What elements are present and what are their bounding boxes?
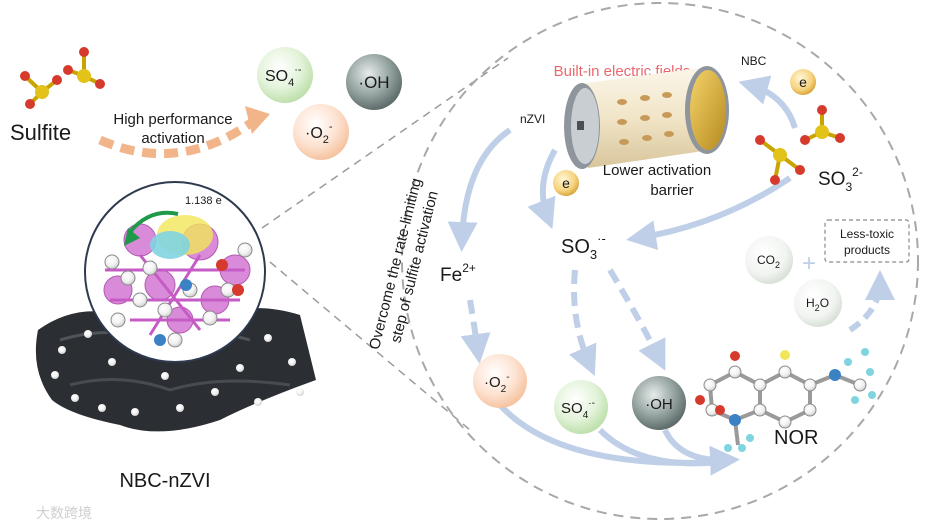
so3-2minus-label: SO32- [818,165,863,194]
activation-arrow-head [245,106,270,134]
svg-text:products: products [844,243,890,257]
so4-radical-top: SO4·- [257,47,313,103]
arrow-oh-to-nor [662,428,740,476]
electron-transfer-label: 1.138 e [185,195,222,207]
arrow-so3-2-to-radical [626,175,792,250]
arrow-nor-to-products [848,270,895,333]
sulfite-molecule-1 [20,71,62,109]
mechanism-circle [401,2,919,520]
zoom-line-bottom [269,261,471,431]
activation-label-line1: High performance [113,111,232,128]
zoom-circle [84,181,266,363]
arrow-fe-to-o2 [460,299,491,364]
barrier-label-line1: Lower activation [603,162,711,179]
so4-radical-bottom: SO4·- [554,380,608,434]
arrow-sulfite-to-nbc [738,75,798,129]
plus-icon: + [802,250,816,277]
o2-radical-bottom: ·O2- [473,354,527,408]
svg-text:·O2-: ·O2- [484,372,510,395]
sulfite-label: Sulfite [10,120,71,145]
svg-text:·OH: ·OH [358,73,389,92]
svg-text:CO2: CO2 [757,253,780,270]
svg-text:SO4·-: SO4·- [561,398,595,421]
heterojunction-cylinder [564,66,729,169]
nzvi-label: nZVI [520,112,545,126]
sulfite-molecule-right [755,105,845,185]
arrow-electron-to-so3 [527,148,558,230]
barrier-label-line2: barrier [650,182,693,199]
activation-arrow [98,116,258,159]
nor-label: NOR [774,427,818,449]
watermark: 大数跨境 [36,506,92,522]
nbc-nzvi-catalyst [35,308,316,432]
catalyst-label: NBC-nZVI [119,470,210,492]
svg-text:e: e [562,175,570,191]
nor-molecule [695,348,876,452]
electron-bubble-top: e [790,69,816,95]
fe2plus-label: Fe2+ [440,261,476,286]
h2o-bubble: H2O [794,279,842,327]
zoom-line-top [261,57,509,229]
arrow-so4-to-nor [597,427,721,467]
o2-radical-top: ·O2- [293,104,349,160]
oh-radical-top: ·OH [346,54,402,110]
svg-text:SO4·-: SO4·- [265,64,302,89]
sulfite-molecule-2 [63,47,105,89]
so3-radical-label: SO3·- [561,231,606,262]
less-toxic-box: Less-toxic products [824,219,910,263]
arrow-nzvi-to-fe [447,127,512,252]
activation-label-line2: activation [141,130,204,147]
arrow-so3-to-oh [607,268,666,371]
nbc-label: NBC [741,54,767,68]
co2-bubble: CO2 [745,236,793,284]
arrow-so3-to-so4 [568,269,597,376]
svg-text:e: e [799,74,807,90]
electron-bubble-mid: e [553,170,579,196]
svg-text:Less-toxic: Less-toxic [840,227,894,241]
svg-text:H2O: H2O [806,296,829,313]
svg-text:·O2-: ·O2- [305,121,333,146]
svg-text:·OH: ·OH [645,396,673,413]
oh-radical-bottom: ·OH [632,376,686,430]
